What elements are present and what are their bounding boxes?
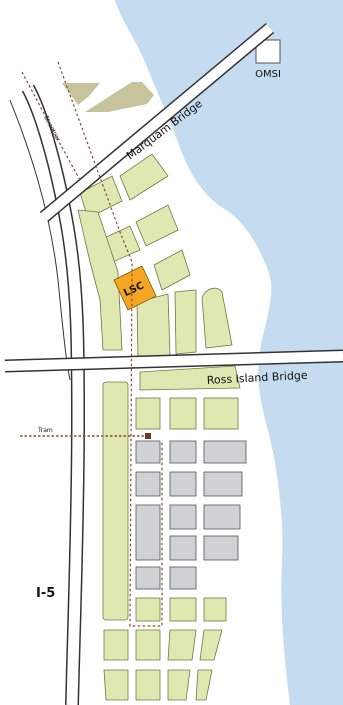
- interstate-i5-label: I-5: [36, 586, 55, 601]
- block-green-bottom-8: [195, 669, 213, 701]
- block-green-8: [201, 287, 233, 349]
- block-green-bottom-7: [167, 669, 191, 701]
- block-green-c1-r1: [135, 397, 161, 430]
- parcel-khaki-2: [85, 82, 154, 112]
- lsc-block: [113, 265, 157, 311]
- block-green-bottom-1: [103, 629, 129, 661]
- block-gray-c2-r4: [169, 504, 197, 530]
- block-green-c2-r1: [169, 397, 197, 430]
- marquam-bridge: [39, 23, 275, 222]
- block-gray-c2-r3: [169, 471, 197, 497]
- block-gray-c1-r4: [135, 504, 161, 561]
- block-green-bottom-6: [135, 669, 161, 701]
- block-green-2: [119, 153, 169, 201]
- parcel-khaki-1: [62, 83, 100, 105]
- block-green-bottom-4: [199, 629, 223, 661]
- ross-island-bridge: [4, 349, 343, 373]
- interstate-i5-road-fill: [23, 85, 84, 705]
- block-gray-c2-r5: [169, 535, 197, 561]
- willamette-river: [115, 0, 343, 705]
- omsi-label: OMSI: [255, 69, 281, 80]
- block-green-9: [139, 365, 241, 391]
- block-green-bottom-2: [135, 629, 161, 661]
- block-green-c1-r6: [135, 597, 161, 622]
- block-green-bottom-5: [103, 669, 129, 701]
- block-gray-c3-r4: [203, 504, 241, 530]
- local-street-west: [9, 99, 71, 381]
- block-gray-c3-r2: [203, 440, 247, 464]
- block-green-5: [153, 249, 191, 291]
- block-green-c3-r6: [203, 597, 227, 622]
- streetcar-line: [21, 61, 163, 627]
- block-gray-c1-r5: [135, 566, 161, 590]
- block-green-4: [135, 204, 179, 247]
- block-gray-c3-r5: [203, 535, 239, 561]
- block-green-bottom-3: [167, 629, 197, 661]
- block-gray-c3-r3: [203, 471, 243, 497]
- block-gray-c1-r2: [135, 440, 161, 464]
- block-gray-c1-r3: [135, 471, 161, 497]
- block-gray-c2-r2: [169, 440, 197, 464]
- block-green-c2-r7: [169, 597, 197, 622]
- block-green-7: [174, 289, 197, 355]
- ross-island-bridge-label: Ross Island Bridge: [206, 369, 308, 387]
- block-green-c3-r1: [203, 397, 239, 430]
- block-green-strip-left: [77, 209, 123, 351]
- omsi-square: [255, 39, 281, 64]
- tram-label: Tram: [37, 427, 53, 434]
- block-green-strip-lower: [102, 381, 129, 621]
- tram-station-marker: [145, 433, 151, 439]
- block-gray-c2-r6: [169, 566, 197, 590]
